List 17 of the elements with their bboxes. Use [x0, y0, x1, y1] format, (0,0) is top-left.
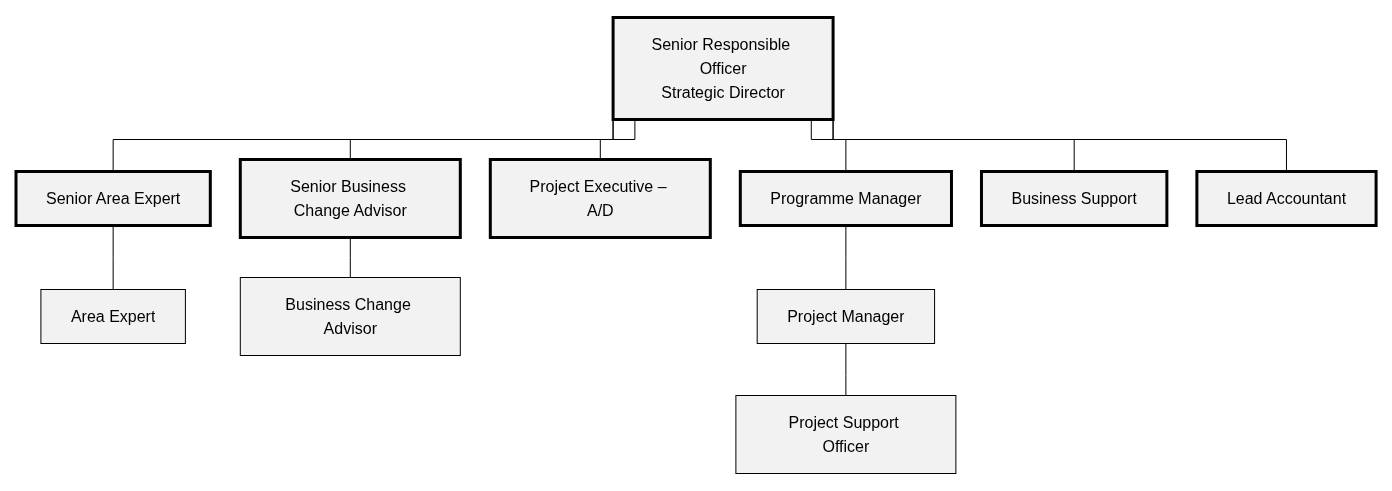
node-box: Project Executive – A/D [488, 158, 712, 239]
connector [349, 237, 351, 278]
node-box: Senior Responsible Officer Strategic Director [611, 16, 835, 121]
node-box: Project Manager [756, 289, 936, 344]
connector [599, 119, 636, 160]
node-box: Business Change Advisor [239, 277, 461, 356]
node-box: Lead Accountant [1195, 170, 1378, 227]
node-box: Project Support Officer [735, 395, 957, 474]
node-box: Senior Business Change Advisor [238, 158, 462, 239]
node-box: Area Expert [40, 289, 186, 344]
node-box: Programme Manager [738, 170, 953, 227]
connector [810, 119, 847, 172]
node-box: Senior Area Expert [14, 170, 212, 227]
connector [112, 225, 114, 290]
node-box: Business Support [979, 170, 1169, 227]
connector [845, 343, 847, 396]
connector [845, 225, 847, 290]
